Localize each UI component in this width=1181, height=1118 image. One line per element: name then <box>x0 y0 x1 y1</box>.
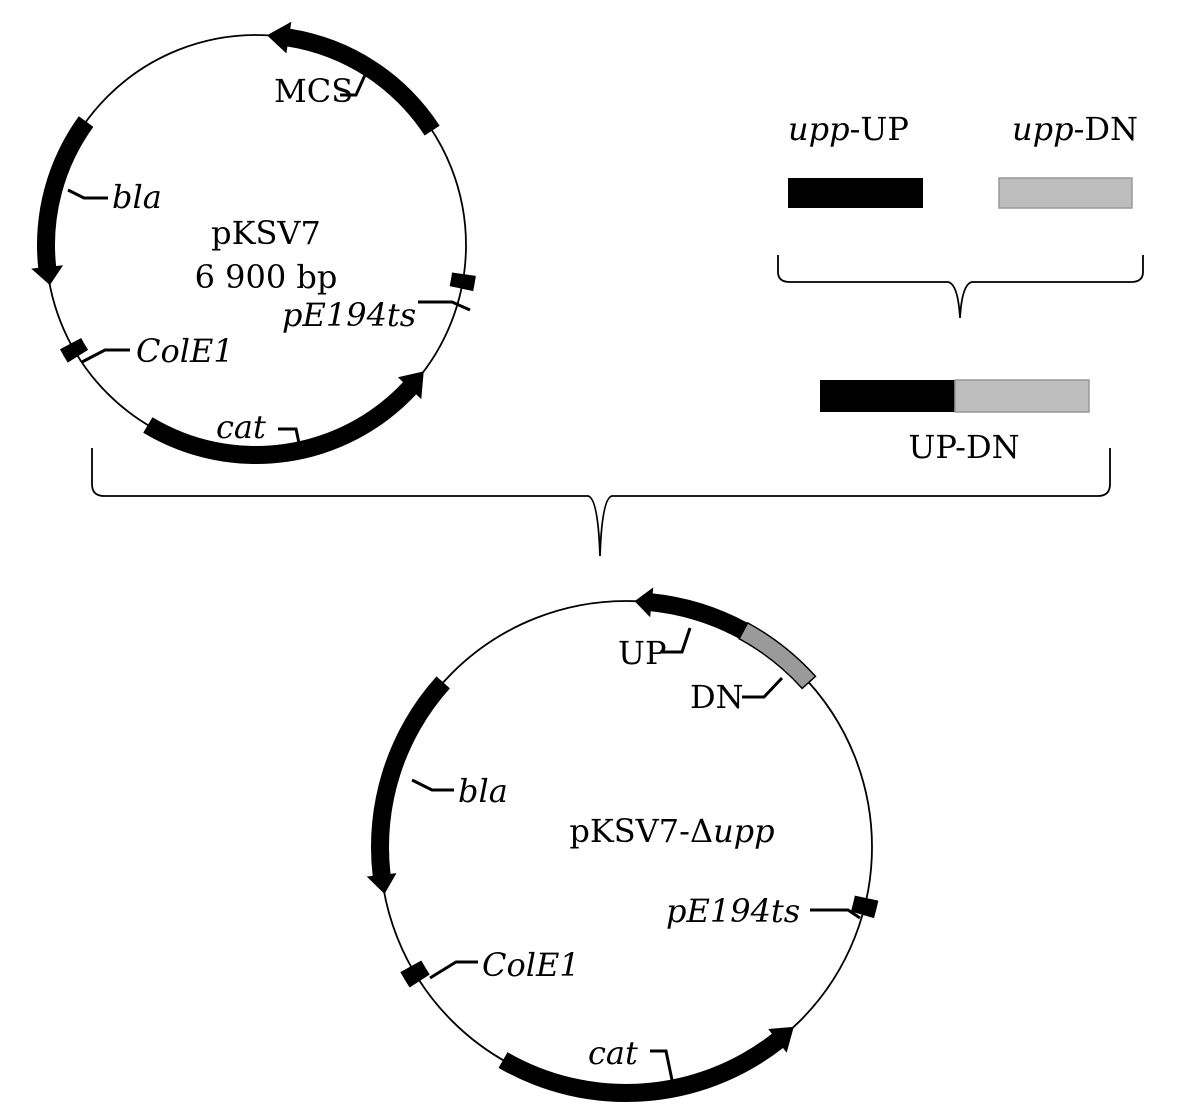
plasmid-name: pKSV7-Δupp <box>569 812 774 850</box>
bla-label: bla <box>458 772 508 810</box>
dn-label: DN <box>690 678 744 716</box>
upp-up-fragment-bar <box>788 178 923 208</box>
fragments-join-brace <box>777 255 1144 319</box>
dn-arc-segment <box>738 621 817 690</box>
cole1-label: ColE1 <box>136 332 234 370</box>
fused-dn-segment <box>954 379 1090 413</box>
bla-arc-arrow <box>31 116 94 286</box>
cole1-leader-line <box>429 960 478 980</box>
mcs-label: MCS <box>274 72 353 110</box>
fragments-panel: upp-UP upp-DN UP-DN <box>777 110 1144 466</box>
cole1-marker <box>400 960 430 988</box>
upp-dn-label: upp-DN <box>1012 110 1138 148</box>
up-arc-arrow <box>634 587 748 639</box>
plasmid-size: 6 900 bp <box>195 258 338 296</box>
pe194ts-leader-line <box>418 300 471 312</box>
dn-leader-line <box>742 676 784 699</box>
pe194ts-label: pE194ts <box>666 892 800 930</box>
pe194ts-marker <box>850 895 879 919</box>
plasmid-pksv7-delta-upp: UP DN bla pKSV7-Δupp pE194ts ColE1 cat <box>366 587 879 1102</box>
upp-up-label: upp-UP <box>788 110 909 148</box>
cat-arc-arrow <box>143 371 424 464</box>
cat-arc-arrow <box>498 1026 794 1102</box>
plasmid-pksv7: MCS bla pKSV7 6 900 bp pE194ts ColE1 cat <box>31 21 476 464</box>
up-label: UP <box>618 634 667 672</box>
bla-leader-line <box>411 778 454 792</box>
cat-label: cat <box>216 408 266 446</box>
up-leader-line <box>660 627 692 654</box>
mcs-arc-arrow <box>266 21 440 136</box>
cat-leader-line <box>278 427 302 449</box>
upp-dn-fragment-bar <box>998 177 1133 209</box>
pe194ts-label: pE194ts <box>282 296 416 334</box>
cat-leader-line <box>650 1049 674 1081</box>
ligation-brace <box>91 448 1111 557</box>
fused-up-segment <box>820 380 955 412</box>
cole1-leader-line <box>81 348 130 364</box>
bla-arc-arrow <box>366 676 450 894</box>
up-dn-label: UP-DN <box>908 428 1019 466</box>
pe194ts-leader-line <box>810 908 861 920</box>
mcs-leader-line <box>340 74 367 97</box>
bla-label: bla <box>112 178 162 216</box>
cole1-label: ColE1 <box>482 946 580 984</box>
pe194ts-marker <box>449 272 476 292</box>
cole1-marker <box>59 337 89 363</box>
bla-leader-line <box>67 188 108 200</box>
plasmid-name: pKSV7 <box>211 214 321 252</box>
cat-label: cat <box>588 1034 638 1072</box>
